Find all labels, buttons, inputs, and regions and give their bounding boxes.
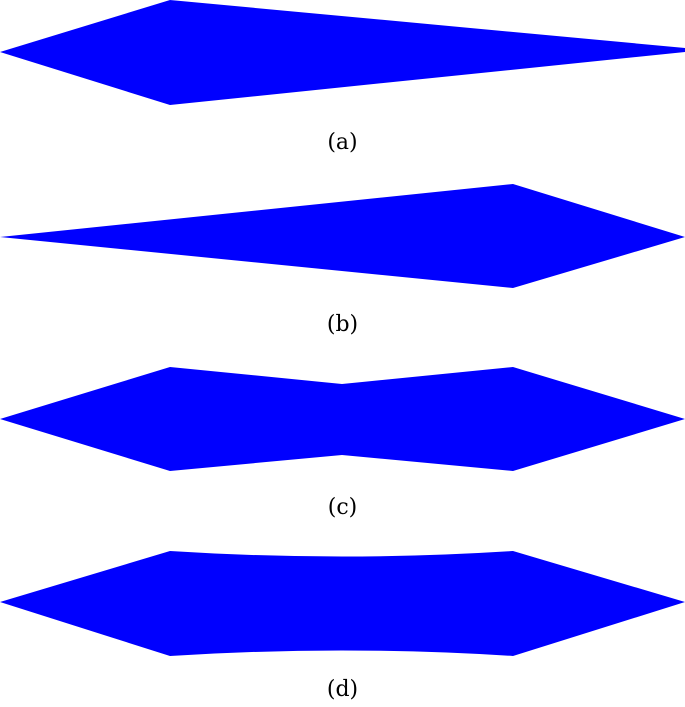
panel-d-label: (d) [326,677,359,702]
panel-a-shape [0,0,685,105]
panel-a-label: (a) [327,130,358,155]
panel-d-shape [0,551,685,656]
panel-b-label: (b) [326,312,359,337]
panel-c-label: (c) [327,495,358,520]
panel-b-shape [0,184,685,288]
panel-c-shape [0,367,685,471]
